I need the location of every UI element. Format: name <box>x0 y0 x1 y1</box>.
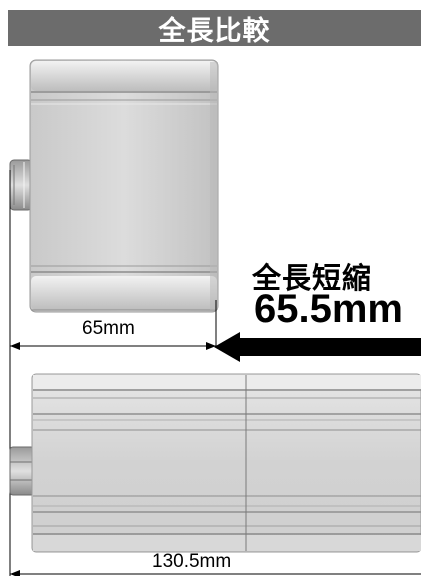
product-comparison-drawing <box>9 59 421 576</box>
reduction-heading: 全長短縮 <box>252 261 373 295</box>
short-unit-image <box>9 59 219 313</box>
long-unit-image <box>9 373 421 553</box>
reduction-arrow-icon <box>214 332 421 362</box>
page-title: 全長比較 <box>158 15 271 47</box>
long-dimension-line <box>10 570 421 576</box>
reduction-value: 65.5mm <box>254 287 403 331</box>
short-length-label: 65mm <box>82 318 135 339</box>
long-length-label: 130.5mm <box>152 551 232 572</box>
title-banner: 全長比較 <box>8 10 421 47</box>
short-dimension-line <box>10 300 217 350</box>
